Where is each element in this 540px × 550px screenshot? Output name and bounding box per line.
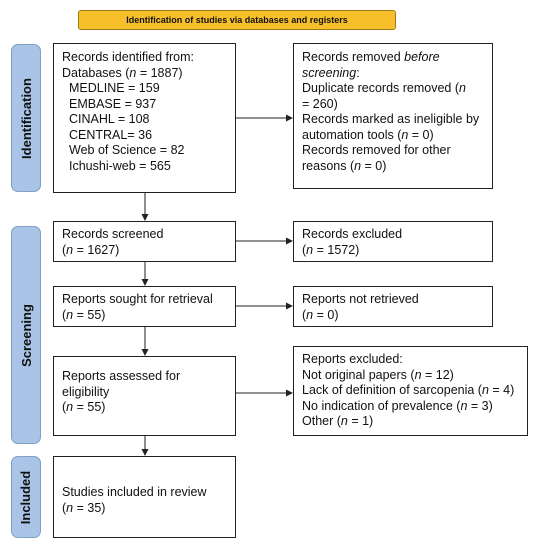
reports-excluded-line: No indication of prevalence (n = 3)	[302, 398, 493, 413]
reports-not-retrieved-line: (n = 0)	[302, 307, 339, 322]
records-identified-line: Ichushi-web = 565	[69, 158, 171, 173]
records-screened-line: Records screened	[62, 227, 164, 241]
records-screened-box: Records screened (n = 1627)	[53, 221, 236, 262]
records-identified-line: CENTRAL= 36	[69, 127, 153, 142]
records-removed-box: Records removed before screening: Duplic…	[293, 43, 493, 189]
records-excluded-line: (n = 1572)	[302, 242, 360, 257]
studies-included-line: (n = 35)	[62, 500, 106, 515]
reports-excluded-line: Other (n = 1)	[302, 414, 374, 428]
phase-identification: Identification	[11, 44, 41, 192]
header-title: Identification of studies via databases …	[126, 15, 348, 25]
reports-excluded-line: Reports excluded:	[302, 352, 403, 366]
records-identified-line: Databases (n = 1887)	[62, 65, 183, 80]
records-screened-line: (n = 1627)	[62, 242, 120, 257]
reports-sought-box: Reports sought for retrieval (n = 55)	[53, 286, 236, 327]
phase-screening: Screening	[11, 226, 41, 444]
studies-included-line: Studies included in review	[62, 485, 207, 499]
records-removed-line: = 260)	[302, 96, 338, 111]
records-excluded-line: Records excluded	[302, 227, 403, 241]
reports-assessed-line: eligibility	[62, 384, 110, 399]
diagram-header: Identification of studies via databases …	[78, 10, 396, 30]
reports-excluded-line: Lack of definition of sarcopenia (n = 4)	[302, 383, 515, 397]
reports-excluded-box: Reports excluded: Not original papers (n…	[293, 346, 528, 436]
records-excluded-box: Records excluded (n = 1572)	[293, 221, 493, 262]
studies-included-box: Studies included in review (n = 35)	[53, 456, 236, 538]
reports-sought-line: Reports sought for retrieval	[62, 292, 213, 306]
records-removed-line: Records removed for other	[302, 143, 451, 157]
records-identified-box: Records identified from: Databases (n = …	[53, 43, 236, 193]
records-removed-line: Duplicate records removed (n	[302, 81, 466, 95]
records-removed-line: Records marked as ineligible by	[302, 112, 480, 126]
records-identified-line: CINAHL = 108	[69, 112, 150, 126]
records-removed-line: screening:	[302, 65, 360, 80]
reports-assessed-line: (n = 55)	[62, 400, 106, 414]
reports-excluded-line: Not original papers (n = 12)	[302, 367, 454, 382]
records-identified-line: Records identified from:	[62, 50, 195, 64]
reports-assessed-box: Reports assessed for eligibility (n = 55…	[53, 356, 236, 436]
reports-not-retrieved-box: Reports not retrieved (n = 0)	[293, 286, 493, 327]
records-removed-line: Records removed before	[302, 50, 440, 64]
records-removed-line: reasons (n = 0)	[302, 158, 387, 173]
records-identified-line: Web of Science = 82	[69, 143, 185, 157]
reports-sought-line: (n = 55)	[62, 307, 106, 322]
reports-not-retrieved-line: Reports not retrieved	[302, 292, 419, 306]
records-identified-line: MEDLINE = 159	[69, 81, 160, 95]
phase-included: Included	[11, 456, 41, 538]
records-identified-line: EMBASE = 937	[69, 96, 157, 111]
reports-assessed-line: Reports assessed for	[62, 369, 181, 383]
records-removed-line: automation tools (n = 0)	[302, 127, 434, 142]
